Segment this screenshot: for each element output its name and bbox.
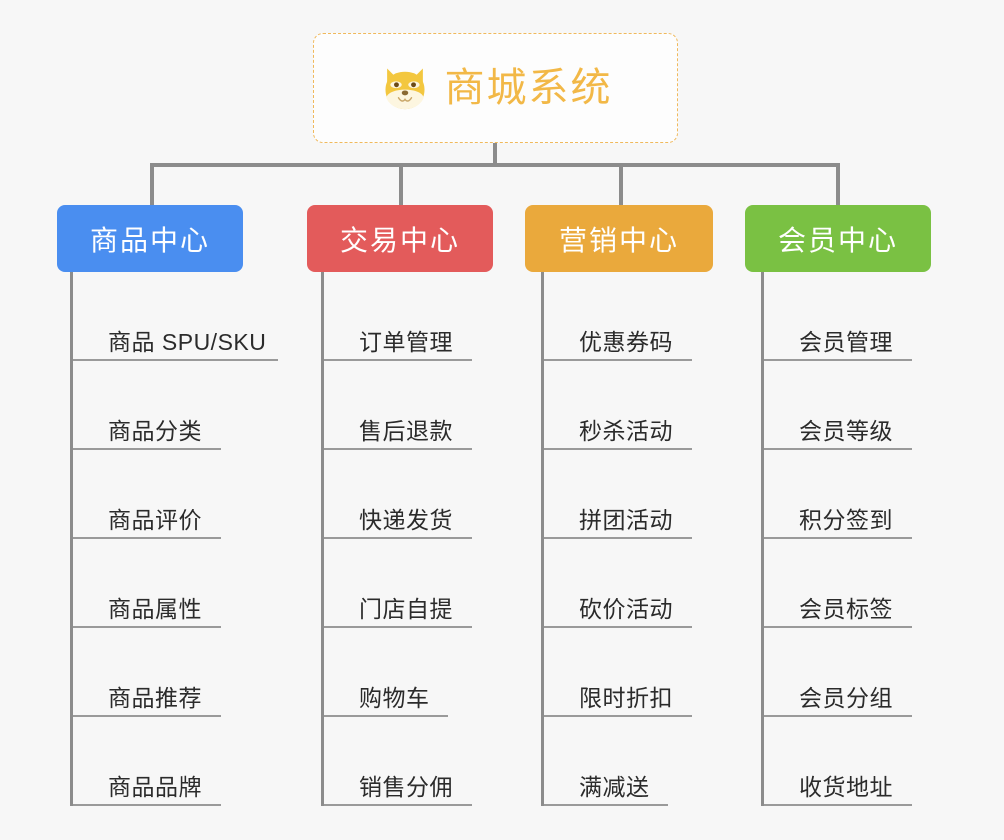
leaf-label: 销售分佣 xyxy=(359,773,453,800)
leaf-label: 收货地址 xyxy=(799,773,893,800)
leaf-item[interactable]: 满减送 xyxy=(544,717,771,806)
leaf-item[interactable]: 商品 SPU/SKU xyxy=(73,272,300,361)
leaf-label: 商品推荐 xyxy=(108,684,202,711)
leaf-item[interactable]: 积分签到 xyxy=(764,450,991,539)
leaf-label: 商品属性 xyxy=(108,595,202,622)
leaf-item[interactable]: 会员分组 xyxy=(764,628,991,717)
leaf-underline xyxy=(764,537,912,539)
category-label: 商品中心 xyxy=(89,224,210,256)
leaf-underline xyxy=(324,448,472,450)
leaf-column-0: 商品 SPU/SKU 商品分类 商品评价 商品属性 商品推荐 商品品牌 xyxy=(70,272,300,806)
leaf-underline xyxy=(73,448,221,450)
category-node-1[interactable]: 交易中心 xyxy=(307,205,493,272)
leaf-item[interactable]: 限时折扣 xyxy=(544,628,771,717)
leaf-item[interactable]: 门店自提 xyxy=(324,539,551,628)
connector-drop-category-1 xyxy=(399,163,403,207)
leaf-underline xyxy=(544,715,692,717)
leaf-item[interactable]: 会员管理 xyxy=(764,272,991,361)
root-node[interactable]: 商城系统 xyxy=(313,33,678,143)
leaf-label: 订单管理 xyxy=(359,328,453,355)
leaf-underline xyxy=(73,804,221,806)
connector-drop-category-0 xyxy=(150,163,154,207)
leaf-label: 优惠券码 xyxy=(579,328,673,355)
leaf-underline xyxy=(73,359,278,361)
leaf-label: 积分签到 xyxy=(799,506,893,533)
leaf-item[interactable]: 销售分佣 xyxy=(324,717,551,806)
leaf-underline xyxy=(73,626,221,628)
leaf-item[interactable]: 商品评价 xyxy=(73,450,300,539)
leaf-underline xyxy=(544,804,668,806)
category-node-0[interactable]: 商品中心 xyxy=(57,205,243,272)
leaf-item[interactable]: 会员等级 xyxy=(764,361,991,450)
leaf-underline xyxy=(324,715,448,717)
leaf-item[interactable]: 购物车 xyxy=(324,628,551,717)
leaf-item[interactable]: 会员标签 xyxy=(764,539,991,628)
leaf-column-2: 优惠券码 秒杀活动 拼团活动 砍价活动 限时折扣 满减送 xyxy=(541,272,771,806)
leaf-item[interactable]: 订单管理 xyxy=(324,272,551,361)
leaf-underline xyxy=(544,626,692,628)
leaf-label: 满减送 xyxy=(579,773,650,800)
leaf-underline xyxy=(764,448,912,450)
category-node-2[interactable]: 营销中心 xyxy=(525,205,713,272)
leaf-item[interactable]: 商品分类 xyxy=(73,361,300,450)
connector-root-stem xyxy=(493,143,497,167)
connector-horizontal-bus xyxy=(150,163,840,167)
category-label: 营销中心 xyxy=(558,224,679,256)
leaf-underline xyxy=(764,359,912,361)
leaf-underline xyxy=(544,537,692,539)
leaf-label: 商品品牌 xyxy=(108,773,202,800)
category-label: 交易中心 xyxy=(339,224,460,256)
leaf-item[interactable]: 商品推荐 xyxy=(73,628,300,717)
leaf-label: 商品评价 xyxy=(108,506,202,533)
category-node-3[interactable]: 会员中心 xyxy=(745,205,931,272)
leaf-underline xyxy=(324,626,472,628)
leaf-label: 售后退款 xyxy=(359,417,453,444)
connector-drop-category-2 xyxy=(619,163,623,207)
leaf-item[interactable]: 商品属性 xyxy=(73,539,300,628)
connector-drop-category-3 xyxy=(836,163,840,207)
leaf-item[interactable]: 秒杀活动 xyxy=(544,361,771,450)
leaf-underline xyxy=(544,448,692,450)
leaf-underline xyxy=(324,537,472,539)
leaf-label: 砍价活动 xyxy=(579,595,673,622)
leaf-label: 会员管理 xyxy=(799,328,893,355)
leaf-label: 门店自提 xyxy=(359,595,453,622)
leaf-item[interactable]: 收货地址 xyxy=(764,717,991,806)
leaf-label: 拼团活动 xyxy=(579,506,673,533)
leaf-label: 购物车 xyxy=(359,684,430,711)
leaf-label: 会员分组 xyxy=(799,684,893,711)
leaf-label: 秒杀活动 xyxy=(579,417,673,444)
leaf-underline xyxy=(324,804,472,806)
category-label: 会员中心 xyxy=(777,224,898,256)
leaf-item[interactable]: 快递发货 xyxy=(324,450,551,539)
leaf-item[interactable]: 售后退款 xyxy=(324,361,551,450)
leaf-item[interactable]: 优惠券码 xyxy=(544,272,771,361)
leaf-label: 会员等级 xyxy=(799,417,893,444)
leaf-label: 快递发货 xyxy=(359,506,453,533)
shiba-dog-face-icon xyxy=(385,68,424,110)
leaf-item[interactable]: 拼团活动 xyxy=(544,450,771,539)
leaf-underline xyxy=(544,359,692,361)
leaf-underline xyxy=(764,715,912,717)
leaf-label: 商品分类 xyxy=(108,417,202,444)
leaf-column-3: 会员管理 会员等级 积分签到 会员标签 会员分组 收货地址 xyxy=(761,272,991,806)
root-title: 商城系统 xyxy=(444,66,613,110)
leaf-label: 商品 SPU/SKU xyxy=(108,328,267,355)
leaf-item[interactable]: 砍价活动 xyxy=(544,539,771,628)
leaf-underline xyxy=(73,715,221,717)
leaf-item[interactable]: 商品品牌 xyxy=(73,717,300,806)
leaf-label: 会员标签 xyxy=(799,595,893,622)
leaf-label: 限时折扣 xyxy=(579,684,673,711)
leaf-underline xyxy=(764,626,912,628)
leaf-column-1: 订单管理 售后退款 快递发货 门店自提 购物车 销售分佣 xyxy=(321,272,551,806)
leaf-underline xyxy=(764,804,912,806)
leaf-underline xyxy=(324,359,472,361)
leaf-underline xyxy=(73,537,221,539)
